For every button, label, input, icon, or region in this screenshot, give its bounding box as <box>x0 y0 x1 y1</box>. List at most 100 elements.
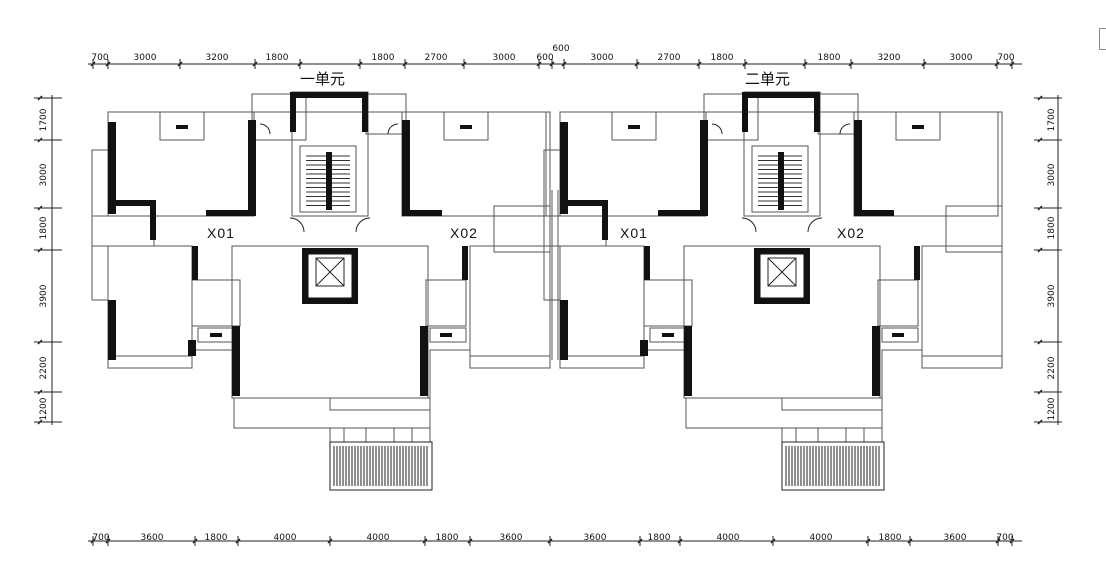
dim-bot-12: 3600 <box>944 533 967 543</box>
unit-type-x01-right: X01 <box>620 225 648 241</box>
dimension-slash <box>467 538 473 544</box>
dimension-slash <box>634 61 640 67</box>
page-edge-marker <box>1099 28 1106 50</box>
dim-bot-4: 4000 <box>367 533 390 543</box>
dimension-slash <box>252 61 258 67</box>
dim-bot-0: 700 <box>92 533 109 543</box>
dimension-slash <box>90 61 96 67</box>
dim-top-r4: 3200 <box>878 53 901 63</box>
dim-right-5: 1200 <box>1047 397 1057 420</box>
dim-top-l6: 3000 <box>493 53 516 63</box>
dimension-slash <box>1009 61 1015 67</box>
dimension-slash <box>37 389 43 395</box>
dimension-slash <box>549 61 555 67</box>
stair-handrail <box>326 152 332 210</box>
dimension-slash <box>865 538 871 544</box>
dimension-slash <box>995 538 1001 544</box>
dimension-slash <box>461 61 467 67</box>
dimension-slash <box>1009 538 1015 544</box>
dimension-slash <box>37 95 43 101</box>
dim-top-l7: 600 <box>536 53 553 63</box>
unit-2-plan <box>543 91 1003 491</box>
dimension-slash <box>696 61 702 67</box>
dimension-slash <box>994 61 1000 67</box>
dim-bot-1: 3600 <box>141 533 164 543</box>
dim-bot-7: 3600 <box>584 533 607 543</box>
dimension-slash <box>37 419 43 425</box>
dimension-slash <box>37 247 43 253</box>
dimension-slash <box>536 61 542 67</box>
dimension-slash <box>848 61 854 67</box>
dim-left-0: 1700 <box>39 108 49 131</box>
dimension-slash <box>90 538 96 544</box>
dimension-slash <box>297 61 303 67</box>
dimension-slash <box>192 538 198 544</box>
dimension-slash <box>561 61 567 67</box>
dim-top-r1: 2700 <box>658 53 681 63</box>
dimension-slash <box>1037 247 1043 253</box>
dim-top-r3: 1800 <box>818 53 841 63</box>
dimension-slash <box>742 61 748 67</box>
dim-left-4: 2200 <box>39 356 49 379</box>
dimension-slash <box>770 538 776 544</box>
dimension-slash <box>1037 137 1043 143</box>
dim-bot-11: 1800 <box>879 533 902 543</box>
dimension-slash <box>907 538 913 544</box>
dim-bot-13: 700 <box>996 533 1013 543</box>
dimension-slash <box>357 61 363 67</box>
dim-bot-6: 3600 <box>500 533 523 543</box>
dimension-slash <box>1037 389 1043 395</box>
left-dimension-line: 1700 3000 1800 3900 2200 1200 <box>34 95 62 425</box>
dim-top-l2: 3200 <box>206 53 229 63</box>
dimension-slash <box>677 538 683 544</box>
dim-left-1: 3000 <box>39 163 49 186</box>
dim-top-r6: 700 <box>997 53 1014 63</box>
dimension-slash <box>235 538 241 544</box>
dimension-slash <box>1037 339 1043 345</box>
dimension-slash <box>802 61 808 67</box>
dim-right-3: 3900 <box>1047 284 1057 307</box>
unit-label-1: 一单元 <box>300 70 345 88</box>
dim-right-1: 3000 <box>1047 163 1057 186</box>
dimension-slash <box>422 538 428 544</box>
dim-top-l0: 700 <box>91 53 108 63</box>
dim-top-l5: 2700 <box>425 53 448 63</box>
dim-bot-3: 4000 <box>274 533 297 543</box>
dimension-slash <box>547 538 553 544</box>
dimension-slash <box>402 61 408 67</box>
dimension-slash <box>1037 205 1043 211</box>
dim-left-5: 1200 <box>39 397 49 420</box>
dim-right-0: 1700 <box>1047 108 1057 131</box>
dimension-slash <box>37 339 43 345</box>
dim-bot-2: 1800 <box>205 533 228 543</box>
dim-top-l1: 3000 <box>134 53 157 63</box>
dim-bot-9: 4000 <box>717 533 740 543</box>
dimension-slash <box>105 61 111 67</box>
dimension-slash <box>37 205 43 211</box>
unit-label-2: 二单元 <box>745 70 790 88</box>
dim-bot-8: 1800 <box>648 533 671 543</box>
dimension-slash <box>37 137 43 143</box>
dim-top-mid: 600 <box>552 44 569 54</box>
dimension-slash <box>637 538 643 544</box>
dimension-slash <box>1037 95 1043 101</box>
dim-top-r2: 1800 <box>711 53 734 63</box>
dim-bot-5: 1800 <box>436 533 459 543</box>
unit-type-x01-left: X01 <box>207 225 235 241</box>
dimension-slash <box>1037 419 1043 425</box>
dim-top-l4: 1800 <box>372 53 395 63</box>
dim-top-r0: 3000 <box>591 53 614 63</box>
dim-top-l3: 1800 <box>266 53 289 63</box>
dim-right-2: 1800 <box>1047 216 1057 239</box>
dimension-slash <box>327 538 333 544</box>
dim-left-3: 3900 <box>39 284 49 307</box>
unit-type-x02-left: X02 <box>450 225 478 241</box>
dim-left-2: 1800 <box>39 216 49 239</box>
top-dimension-line: 700 3000 3200 1800 1800 2700 3000 600 60… <box>88 44 1022 69</box>
dim-bot-10: 4000 <box>810 533 833 543</box>
dimension-slash <box>177 61 183 67</box>
dim-right-4: 2200 <box>1047 356 1057 379</box>
unit-1-plan <box>91 91 551 491</box>
dim-top-r5: 3000 <box>950 53 973 63</box>
